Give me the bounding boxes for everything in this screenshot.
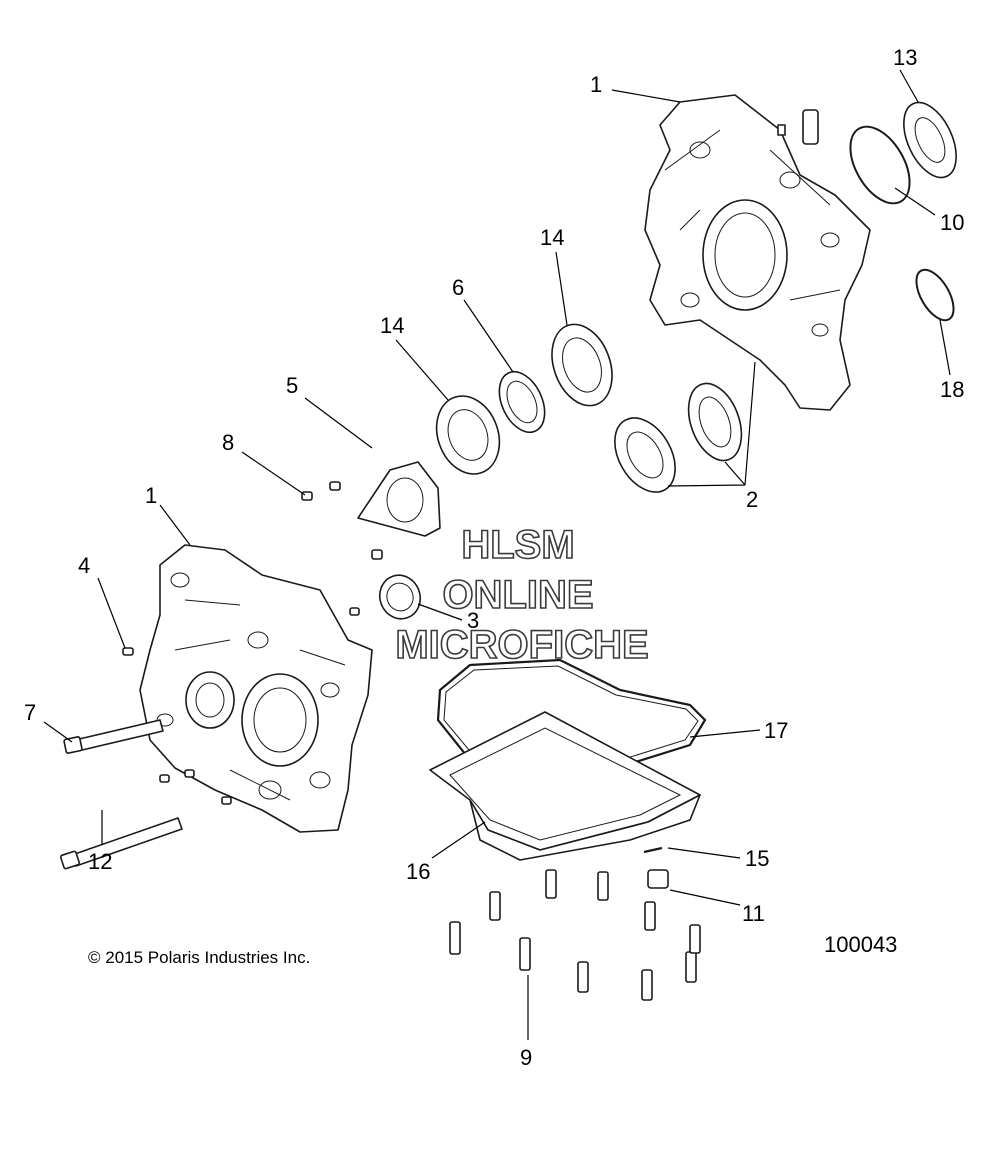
callout-13: 13	[893, 45, 917, 70]
bearing-14-lower	[435, 395, 501, 475]
drain-plug-11	[647, 869, 669, 889]
callout-15: 15	[745, 846, 769, 871]
callout-6: 6	[452, 275, 464, 300]
callout-16: 16	[406, 859, 430, 884]
bushing-3	[371, 549, 422, 620]
bushing-6	[498, 370, 546, 434]
oil-seal	[903, 101, 957, 179]
retaining-ring-18	[915, 268, 955, 322]
figure-id: 100043	[824, 932, 897, 957]
crankcase-left	[122, 544, 373, 833]
callout-5: 5	[286, 373, 298, 398]
bolt-7	[63, 719, 164, 754]
callout-9: 9	[520, 1045, 532, 1070]
retaining-ring-10	[849, 125, 911, 205]
callout-3: 3	[467, 608, 479, 633]
callout-17: 17	[764, 718, 788, 743]
bearing-2-lower	[614, 417, 676, 493]
watermark: HLSM ONLINE MICROFICHE	[395, 522, 650, 668]
bolt-12	[59, 817, 183, 870]
watermark-line-2: ONLINE	[442, 573, 593, 617]
pin-15	[643, 846, 663, 854]
oil-pan-bolts-9	[449, 869, 701, 1001]
oil-pan-16	[429, 711, 701, 861]
callout-11: 11	[742, 901, 765, 926]
bearing-14-upper	[551, 323, 613, 407]
callout-14-upper: 14	[540, 225, 564, 250]
small-dowels	[159, 769, 232, 805]
callout-10: 10	[940, 210, 964, 235]
callout-14-lower: 14	[380, 313, 404, 338]
callouts: 1 1 2 3 4 5 6 7 8 9 10 11 12 13 14 14 15…	[24, 45, 964, 1070]
callout-1-right: 1	[590, 72, 602, 97]
watermark-line-3: MICROFICHE	[395, 623, 648, 667]
leader-lines	[43, 69, 951, 1040]
crankcase-right	[644, 94, 871, 411]
callout-7: 7	[24, 700, 36, 725]
callout-1-left: 1	[145, 483, 157, 508]
callout-4: 4	[78, 553, 90, 578]
callout-18: 18	[940, 377, 964, 402]
copyright-notice: © 2015 Polaris Industries Inc.	[88, 948, 310, 967]
screws-8	[301, 481, 341, 501]
watermark-line-1: HLSM	[461, 523, 574, 567]
bearing-2-upper	[687, 382, 743, 462]
callout-2: 2	[746, 487, 758, 512]
callout-8: 8	[222, 430, 234, 455]
bearing-plate-5	[357, 461, 441, 537]
callout-12: 12	[88, 849, 112, 874]
